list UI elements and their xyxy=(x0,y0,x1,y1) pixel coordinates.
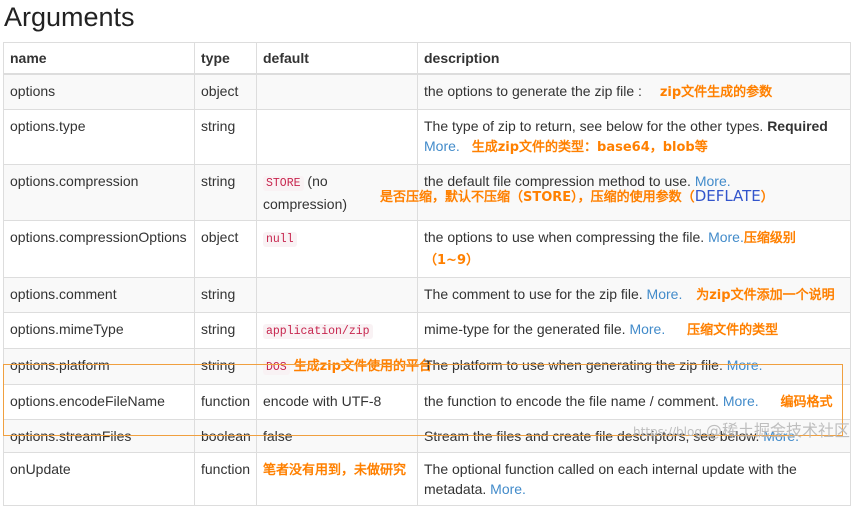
arg-type: string xyxy=(194,164,257,221)
arg-name: options.platform xyxy=(3,348,195,385)
arg-default xyxy=(256,277,418,313)
more-link[interactable]: More. xyxy=(722,393,759,409)
arg-description: The type of zip to return, see below for… xyxy=(417,109,851,165)
arg-default: encode with UTF-8 xyxy=(256,384,418,420)
annotation-note: 压缩级别（1~9） xyxy=(424,231,796,268)
page-title: Arguments xyxy=(4,2,135,32)
more-link[interactable]: More. xyxy=(694,173,731,189)
description-text: The platform to use when generating the … xyxy=(424,357,727,373)
description-text: The optional function called on each int… xyxy=(424,461,797,497)
arg-name: options.comment xyxy=(3,277,195,313)
arg-default: DOS 生成zip文件使用的平台 xyxy=(256,348,432,385)
annotation-note: 生成zip文件使用的平台 xyxy=(293,359,432,374)
annotation-note-end: ） xyxy=(760,190,774,205)
table-row: options.platform string DOS 生成zip文件使用的平台… xyxy=(3,348,851,385)
table-row: options.comment string The comment to us… xyxy=(3,277,851,313)
column-header-name: name xyxy=(3,42,195,75)
annotation-note: 编码格式 xyxy=(780,395,833,410)
description-text: the function to encode the file name / c… xyxy=(424,393,723,409)
annotation-note: 笔者没有用到，未做研究 xyxy=(263,463,407,478)
description-text: the options to use when compressing the … xyxy=(424,229,709,245)
default-code: DOS xyxy=(263,360,290,375)
arg-type: function xyxy=(194,384,257,420)
description-text: mime-type for the generated file. xyxy=(424,321,630,337)
table-row: options object the options to generate t… xyxy=(3,73,851,110)
compression-annotation: 是否压缩，默认不压缩（STORE），压缩的使用参数（DEFLATE） xyxy=(380,186,774,206)
arg-name: options.compressionOptions xyxy=(3,220,195,278)
arg-description: the function to encode the file name / c… xyxy=(417,384,851,420)
table-row: options.encodeFileName function encode w… xyxy=(3,384,851,420)
arg-name: options.mimeType xyxy=(3,312,195,349)
arg-default: application/zip xyxy=(256,312,418,349)
arg-type: string xyxy=(194,348,257,385)
arg-default: null xyxy=(256,220,418,278)
arg-name: options.streamFiles xyxy=(3,419,195,453)
watermark: https://blog@稀土掘金技术社区 xyxy=(633,417,850,441)
watermark-prefix: https://blog xyxy=(633,425,702,439)
arg-default xyxy=(256,73,418,110)
column-header-description: description xyxy=(417,42,851,75)
annotation-note: 为zip文件添加一个说明 xyxy=(696,288,835,303)
arg-description: The comment to use for the zip file. Mor… xyxy=(417,277,851,313)
more-link[interactable]: More. xyxy=(646,286,683,302)
annotation-note: 压缩文件的类型 xyxy=(687,323,779,338)
arg-type: object xyxy=(194,220,257,278)
arg-name: options.compression xyxy=(3,164,195,221)
annotation-note: zip文件生成的参数 xyxy=(659,85,773,100)
arg-type: string xyxy=(194,277,257,313)
column-header-default: default xyxy=(256,42,418,75)
arg-default: 笔者没有用到，未做研究 xyxy=(256,452,418,506)
default-text: (no compression) xyxy=(263,173,348,212)
arg-type: object xyxy=(194,73,257,110)
more-link[interactable]: More. xyxy=(490,481,526,497)
more-link[interactable]: More. xyxy=(424,138,460,154)
more-link[interactable]: More. xyxy=(629,321,666,337)
arg-name: options.type xyxy=(3,109,195,165)
arg-default: false xyxy=(256,419,418,453)
default-code: STORE xyxy=(263,176,304,191)
arg-type: function xyxy=(194,452,257,506)
watermark-text: @稀土掘金技术社区 xyxy=(705,421,850,440)
annotation-code: DEFLATE xyxy=(694,187,761,205)
arg-description: mime-type for the generated file. More. … xyxy=(417,312,851,349)
arg-description: the options to generate the zip file : z… xyxy=(417,73,851,110)
arg-type: string xyxy=(194,109,257,165)
more-link[interactable]: More. xyxy=(708,229,744,245)
arg-description: the options to use when compressing the … xyxy=(417,220,851,278)
column-header-type: type xyxy=(194,42,257,75)
arg-type: string xyxy=(194,312,257,349)
table-row: options.compressionOptions object null t… xyxy=(3,220,851,278)
description-text: the options to generate the zip file : xyxy=(424,83,642,99)
annotation-note: 生成zip文件的类型：base64，blob等 xyxy=(471,140,708,155)
arg-description: The optional function called on each int… xyxy=(417,452,851,506)
arg-name: options.encodeFileName xyxy=(3,384,195,420)
arg-description: The platform to use when generating the … xyxy=(417,348,851,385)
table-row: options.mimeType string application/zip … xyxy=(3,312,851,349)
description-text: the default file compression method to u… xyxy=(424,173,695,189)
default-code: application/zip xyxy=(263,324,373,339)
arg-type: boolean xyxy=(194,419,257,453)
more-link[interactable]: More. xyxy=(726,357,763,373)
description-text: The comment to use for the zip file. xyxy=(424,286,647,302)
default-code: null xyxy=(263,232,297,247)
description-text: Stream the files and create file descrip… xyxy=(424,428,764,444)
more-link[interactable]: More. xyxy=(763,428,800,444)
annotation-note: 是否压缩，默认不压缩（STORE），压缩的使用参数（ xyxy=(380,190,695,205)
arg-name: options xyxy=(3,73,195,110)
required-label: Required xyxy=(767,118,828,134)
table-row: options.type string The type of zip to r… xyxy=(3,109,851,165)
arg-default: STORE (no compression) xyxy=(256,164,418,221)
table-header-row: name type default description xyxy=(3,42,851,75)
arg-default xyxy=(256,109,418,165)
description-text: The type of zip to return, see below for… xyxy=(424,118,768,134)
table-row: onUpdate function 笔者没有用到，未做研究 The option… xyxy=(3,452,851,506)
arg-name: onUpdate xyxy=(3,452,195,506)
